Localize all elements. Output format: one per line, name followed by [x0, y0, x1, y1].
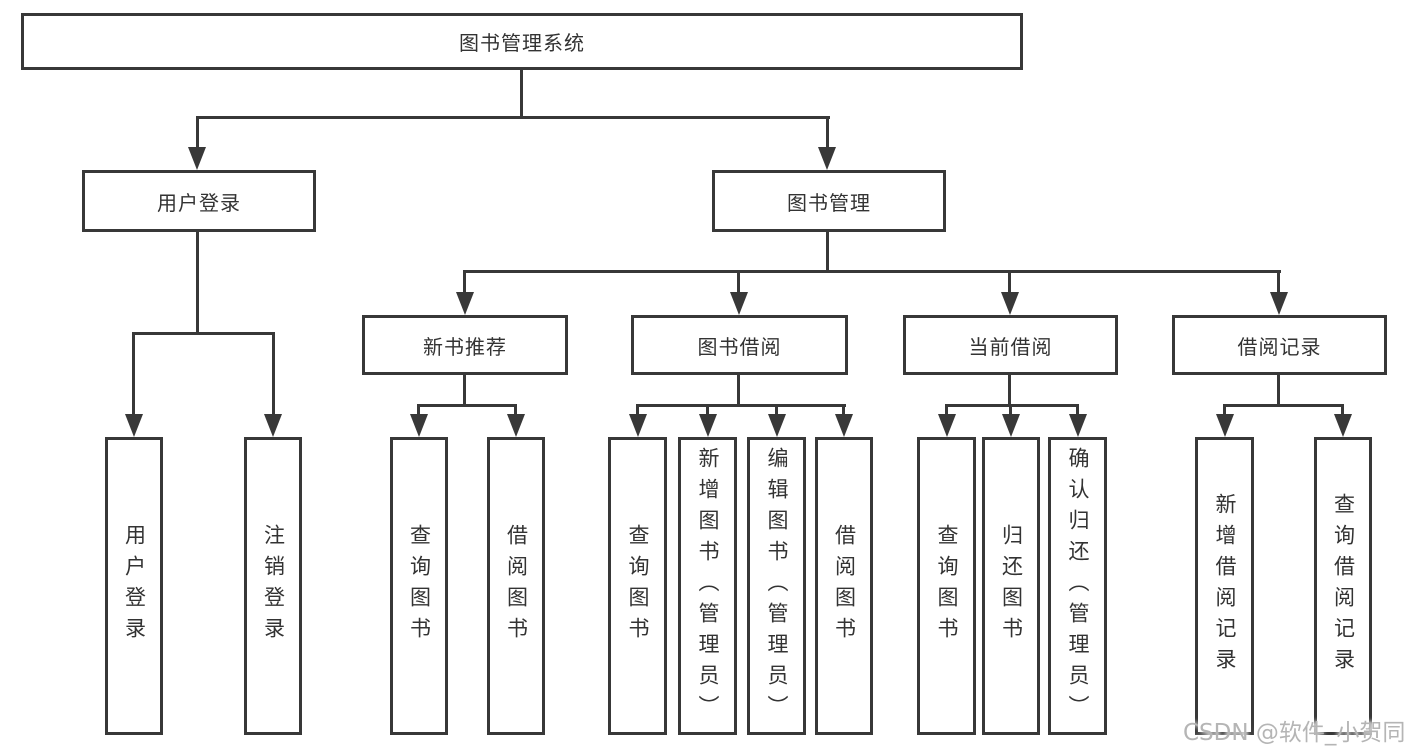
connector-line [463, 375, 466, 407]
connector-line [1008, 270, 1011, 294]
leaf-query-books-current: 查询图书 [917, 437, 976, 735]
node-library-management-system: 图书管理系统 [21, 13, 1023, 70]
connector-arrow-down [1334, 414, 1352, 437]
leaf-borrow-books: 借阅图书 [815, 437, 873, 735]
connector-line [1008, 375, 1011, 407]
node-new-book-recommendation: 新书推荐 [362, 315, 568, 375]
connector-arrow-down [1002, 414, 1020, 437]
node-label: 用户登录 [157, 190, 241, 215]
leaf-query-borrow-record: 查询借阅记录 [1314, 437, 1372, 735]
connector-line [417, 404, 517, 407]
leaf-label: 编辑图书（管理员） [765, 446, 789, 726]
leaf-label: 借阅图书 [832, 524, 857, 648]
node-label: 新书推荐 [423, 334, 507, 359]
connector-line [463, 270, 466, 294]
connector-line [842, 404, 845, 416]
connector-arrow-down [730, 292, 748, 315]
connector-line [636, 404, 639, 416]
connector-line [826, 232, 829, 273]
connector-line [1076, 404, 1079, 416]
leaf-query-books-borrow: 查询图书 [608, 437, 667, 735]
leaf-label: 注销登录 [261, 524, 286, 648]
leaf-borrow-books-recommend: 借阅图书 [487, 437, 545, 735]
node-label: 图书借阅 [697, 334, 782, 359]
connector-line [1277, 270, 1280, 294]
connector-line [520, 68, 523, 119]
node-label: 当前借阅 [968, 334, 1053, 359]
connector-line [945, 404, 948, 416]
connector-arrow-down [699, 414, 717, 437]
connector-line [1277, 375, 1280, 407]
connector-arrow-down [125, 414, 143, 437]
node-current-borrowing: 当前借阅 [903, 315, 1118, 375]
leaf-confirm-return-admin: 确认归还（管理员） [1048, 437, 1107, 735]
connector-line [196, 116, 830, 119]
connector-arrow-down [410, 414, 428, 437]
node-label: 图书管理 [787, 190, 871, 215]
leaf-add-borrow-record: 新增借阅记录 [1195, 437, 1254, 735]
connector-line [514, 404, 517, 416]
connector-arrow-down [1270, 292, 1288, 315]
connector-line [132, 332, 275, 335]
connector-line [463, 270, 1281, 273]
connector-line [737, 375, 740, 407]
leaf-label: 查询图书 [407, 524, 432, 648]
connector-line [272, 332, 275, 416]
connector-line [132, 332, 135, 416]
leaf-label: 查询图书 [935, 524, 959, 648]
connector-arrow-down [507, 414, 525, 437]
leaf-label: 确认归还（管理员） [1066, 446, 1090, 726]
connector-arrow-down [1069, 414, 1087, 437]
leaf-logout: 注销登录 [244, 437, 302, 735]
node-borrowing-records: 借阅记录 [1172, 315, 1387, 375]
connector-line [826, 116, 829, 149]
leaf-query-books-recommend: 查询图书 [390, 437, 448, 735]
connector-arrow-down [456, 292, 474, 315]
connector-arrow-down [768, 414, 786, 437]
connector-line [1223, 404, 1226, 416]
node-book-management: 图书管理 [712, 170, 946, 232]
leaf-label: 用户登录 [122, 524, 147, 648]
connector-line [737, 270, 740, 294]
node-label: 图书管理系统 [459, 31, 585, 55]
leaf-user-login: 用户登录 [105, 437, 163, 735]
connector-arrow-down [1216, 414, 1234, 437]
leaf-label: 新增借阅记录 [1213, 493, 1237, 679]
connector-line [1009, 404, 1012, 416]
connector-line [196, 232, 199, 335]
connector-line [1223, 404, 1344, 407]
connector-line [636, 404, 846, 407]
connector-line [196, 116, 199, 149]
leaf-label: 归还图书 [999, 524, 1024, 648]
leaf-label: 借阅图书 [504, 524, 529, 648]
connector-arrow-down [629, 414, 647, 437]
node-label: 借阅记录 [1237, 334, 1322, 359]
connector-arrow-down [188, 147, 206, 170]
node-user-login: 用户登录 [82, 170, 316, 232]
connector-arrow-down [264, 414, 282, 437]
leaf-add-books-admin: 新增图书（管理员） [678, 437, 737, 735]
connector-arrow-down [1001, 292, 1019, 315]
connector-line [1341, 404, 1344, 416]
csdn-watermark: CSDN @软件_小贺同学 [1183, 720, 1405, 746]
leaf-edit-books-admin: 编辑图书（管理员） [747, 437, 806, 735]
leaf-label: 查询借阅记录 [1331, 493, 1356, 679]
leaf-label: 查询图书 [626, 524, 650, 648]
connector-line [706, 404, 709, 416]
leaf-label: 新增图书（管理员） [696, 446, 720, 726]
node-book-borrowing: 图书借阅 [631, 315, 848, 375]
connector-line [775, 404, 778, 416]
connector-line [945, 404, 1079, 407]
connector-arrow-down [818, 147, 836, 170]
connector-arrow-down [938, 414, 956, 437]
connector-arrow-down [835, 414, 853, 437]
leaf-return-books: 归还图书 [982, 437, 1040, 735]
connector-line [417, 404, 420, 416]
